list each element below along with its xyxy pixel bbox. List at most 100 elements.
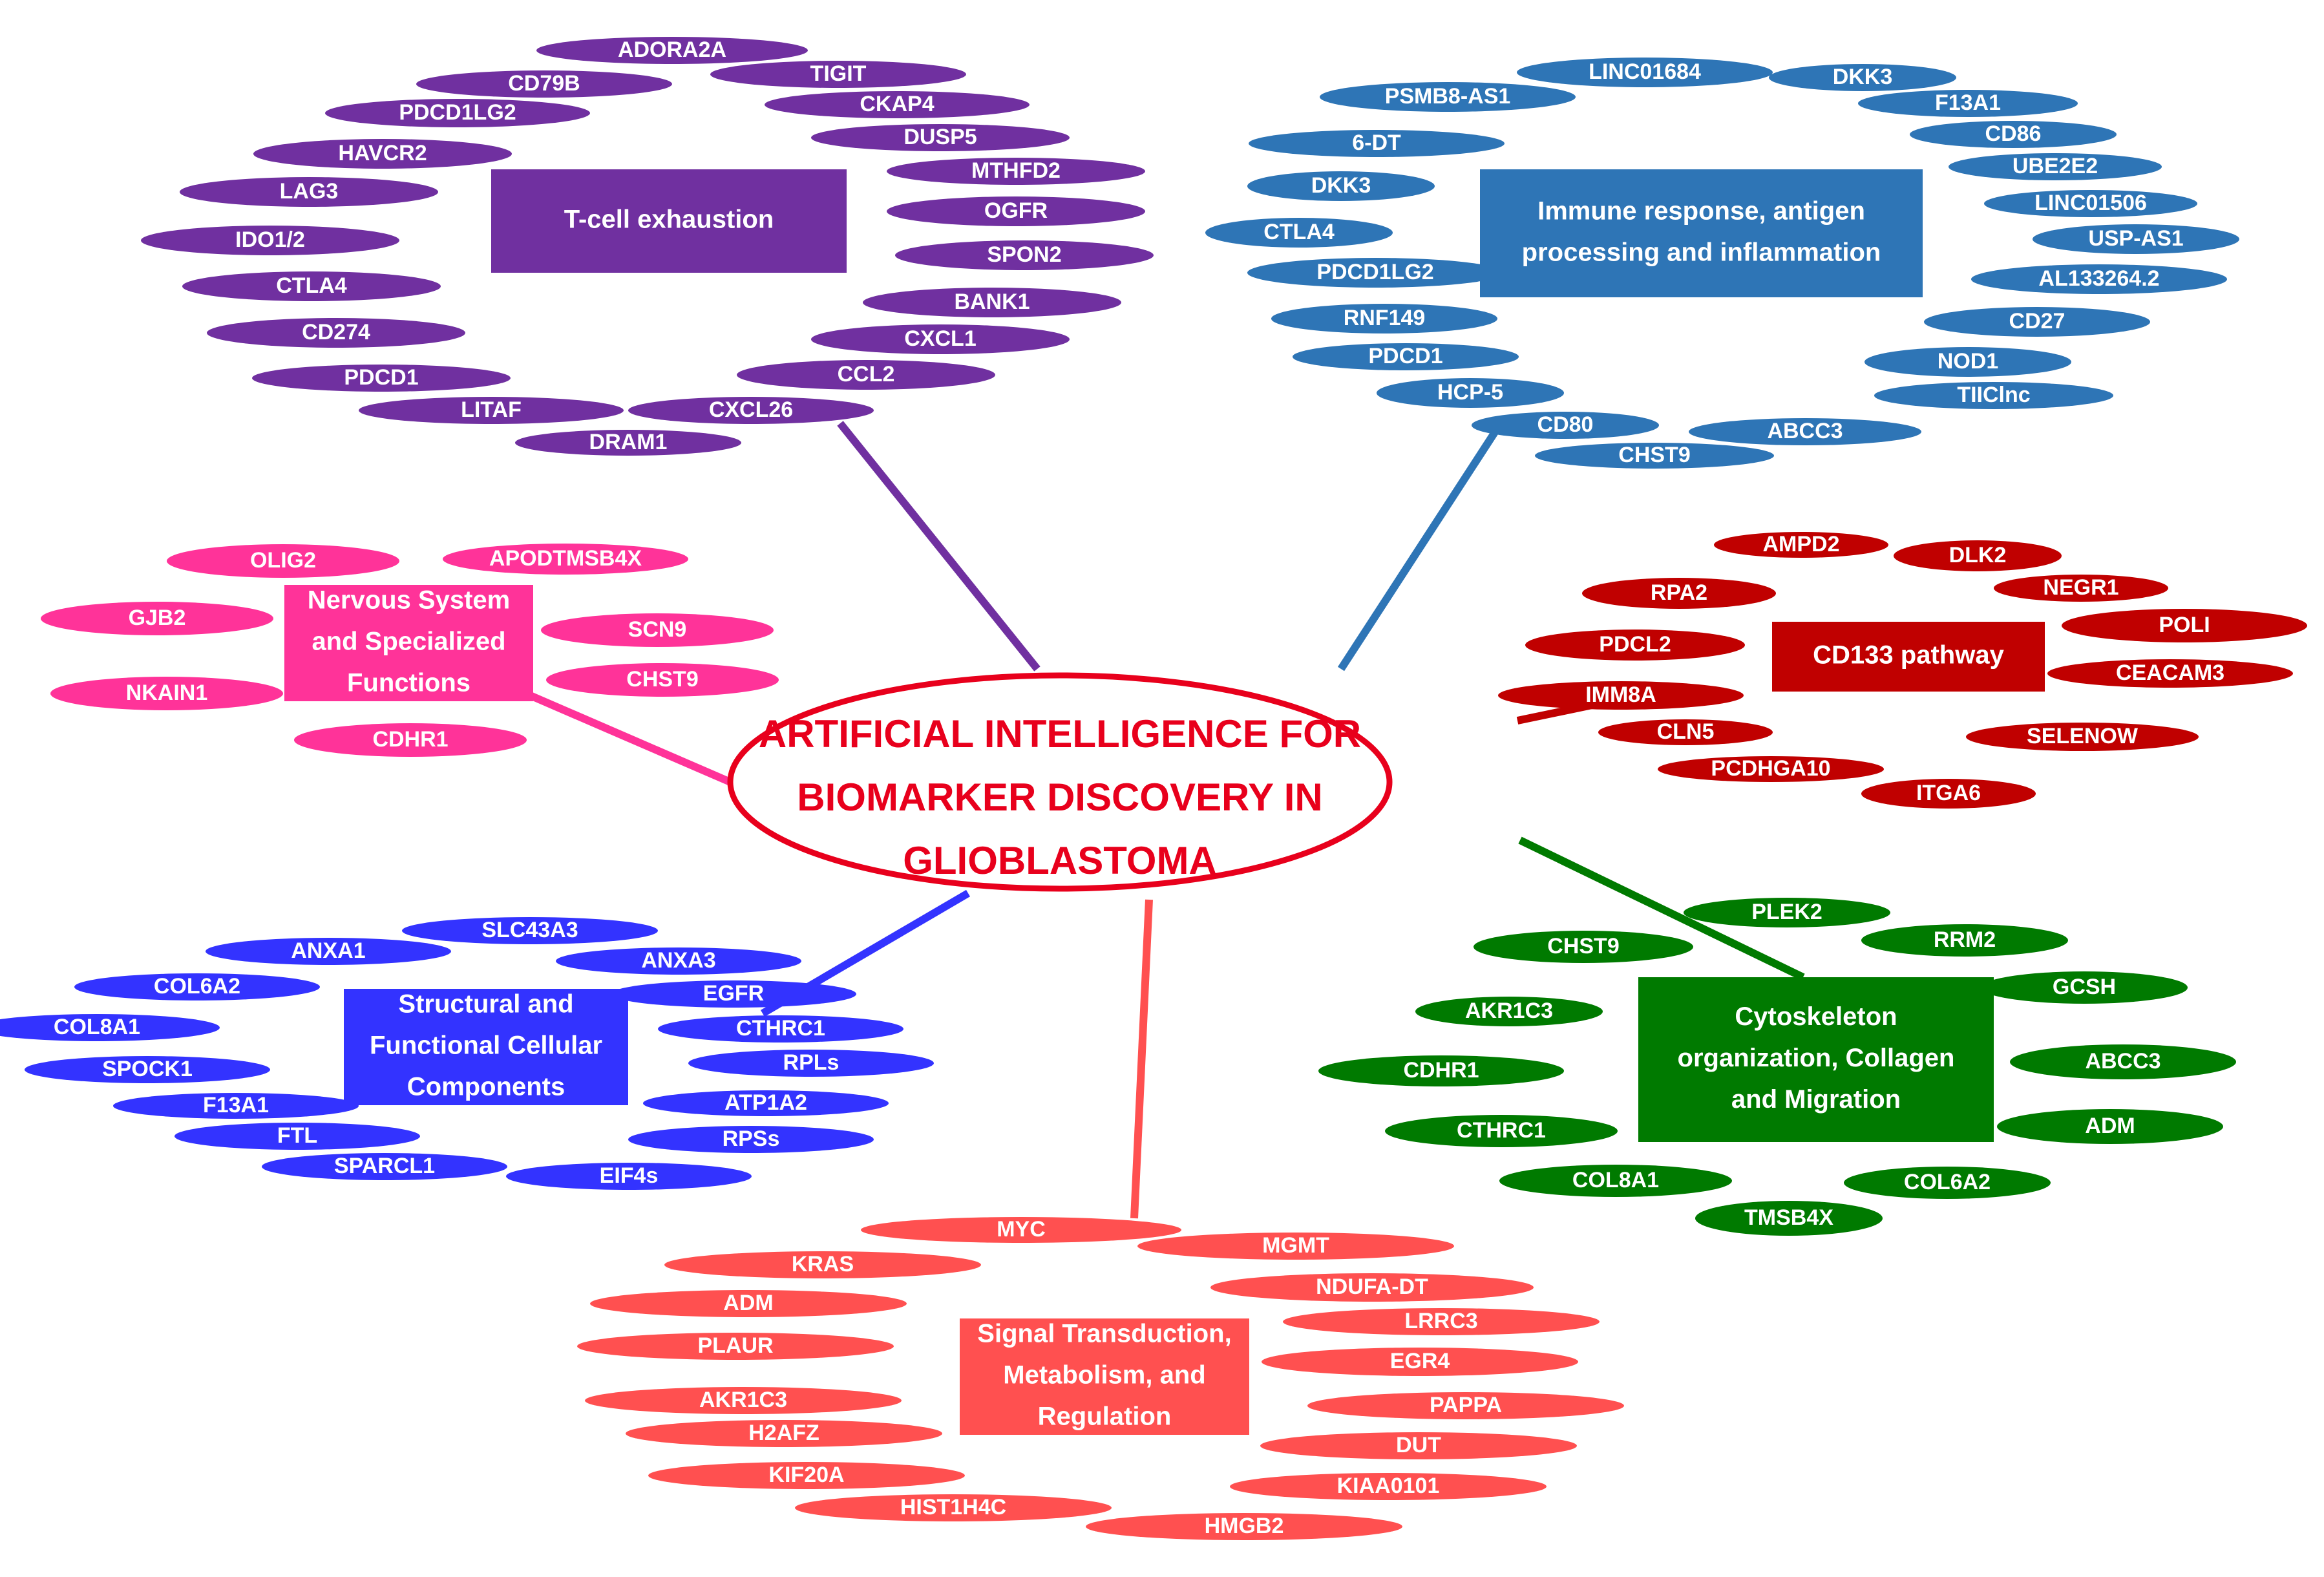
category-label-line: Regulation [1038, 1402, 1172, 1431]
gene-ellipse [1844, 1167, 2051, 1199]
gene-ellipse [359, 397, 624, 424]
gene-label: RPSs [723, 1127, 780, 1151]
gene-node: TIGIT [710, 61, 966, 88]
gene-ellipse [628, 1126, 874, 1153]
gene-label: CHST9 [1547, 934, 1619, 958]
gene-node: PDCD1 [1293, 343, 1519, 370]
gene-ellipse [1874, 382, 2113, 409]
gene-node: DUT [1260, 1432, 1577, 1459]
center-ellipse [727, 672, 1393, 892]
gene-node: HCP-5 [1377, 378, 1564, 408]
gene-node: PDCL2 [1525, 630, 1745, 661]
gene-label: UBE2E2 [2012, 154, 2098, 178]
gene-node: SELENOW [1966, 723, 2199, 751]
gene-ellipse [887, 158, 1145, 185]
gene-node: CTLA4 [1205, 218, 1393, 248]
gene-ellipse [643, 1090, 889, 1116]
category-box-rect [1638, 977, 1994, 1142]
gene-node: DUSP5 [811, 124, 1070, 151]
gene-label: HAVCR2 [338, 141, 427, 165]
gene-ellipse [765, 91, 1030, 118]
gene-label: PLAUR [697, 1333, 773, 1358]
gene-label: AKR1C3 [1465, 999, 1553, 1023]
gene-label: CHST9 [626, 667, 698, 692]
gene-node: NKAIN1 [50, 677, 283, 710]
gene-ellipse [1262, 1348, 1578, 1376]
gene-label: NOD1 [1938, 349, 1998, 374]
category-label-line: organization, Collagen [1678, 1044, 1955, 1072]
gene-label: H2AFZ [748, 1421, 819, 1445]
category-label-line: Nervous System [308, 586, 510, 615]
gene-label: NEGR1 [2043, 575, 2118, 600]
gene-ellipse [710, 61, 966, 88]
immune-connector-line [1337, 423, 1503, 672]
gene-label: CTLA4 [1263, 220, 1335, 244]
gene-ellipse [262, 1153, 507, 1180]
gene-node: MTHFD2 [887, 158, 1145, 185]
gene-node: CEACAM3 [2047, 659, 2293, 688]
gene-label: HCP-5 [1437, 380, 1503, 405]
gene-ellipse [416, 70, 672, 98]
gene-ellipse [795, 1494, 1112, 1521]
gene-ellipse [402, 917, 658, 944]
gene-label: CTHRC1 [1457, 1118, 1546, 1143]
category-label-line: and Specialized [312, 628, 505, 656]
gene-label: LINC01506 [2034, 191, 2147, 215]
gene-ellipse [252, 365, 511, 392]
gene-ellipse [206, 938, 451, 965]
gene-label: HMGB2 [1205, 1514, 1284, 1538]
gene-ellipse [174, 1123, 420, 1150]
center-title-line-1: ARTIFICIAL INTELLIGENCE FOR [759, 712, 1361, 756]
category-label-line: processing and inflammation [1522, 238, 1881, 267]
gene-ellipse [1517, 58, 1773, 87]
gene-ellipse [253, 139, 512, 169]
gene-node: NDUFA-DT [1210, 1273, 1534, 1302]
gene-ellipse [1994, 575, 2168, 602]
gene-label: ITGA6 [1916, 781, 1981, 805]
gene-ellipse [1858, 90, 2078, 117]
category-label-line: Functions [347, 669, 470, 697]
nervous-connector-line [527, 691, 732, 786]
gene-node: ABCC3 [2010, 1044, 2236, 1079]
gene-node: LRRC3 [1283, 1308, 1600, 1335]
gene-ellipse [648, 1462, 965, 1489]
gene-ellipse [1714, 532, 1888, 558]
gene-label: SPARCL1 [334, 1154, 435, 1178]
gene-label: ABCC3 [2085, 1049, 2160, 1074]
category-box-rect [960, 1318, 1249, 1435]
gene-label: KIF20A [768, 1463, 844, 1487]
gene-label: CDHR1 [1403, 1058, 1479, 1083]
gene-label: MGMT [1262, 1233, 1329, 1258]
gene-ellipse [1247, 258, 1503, 288]
gene-node: PDCD1LG2 [1247, 258, 1503, 288]
gene-label: EGR4 [1390, 1349, 1450, 1373]
gene-ellipse [1283, 1308, 1600, 1335]
gene-node: CTLA4 [182, 271, 441, 301]
gene-label: F13A1 [203, 1093, 269, 1117]
gene-label: LRRC3 [1404, 1309, 1477, 1333]
gene-label: CXCL1 [904, 326, 976, 351]
gene-node: RRM2 [1861, 924, 2068, 957]
gene-node: CD86 [1910, 121, 2117, 148]
gene-node: UBE2E2 [1949, 153, 2162, 180]
gene-ellipse [1864, 347, 2071, 377]
gene-node: LINC01684 [1517, 58, 1773, 87]
gene-node: CTHRC1 [658, 1015, 903, 1043]
gene-label: MYC [997, 1217, 1046, 1242]
gene-label: 6-DT [1352, 131, 1401, 155]
center-title-line-2: BIOMARKER DISCOVERY IN [797, 776, 1322, 819]
gene-node: OGFR [887, 196, 1145, 226]
center-node: ARTIFICIAL INTELLIGENCE FOR BIOMARKER DI… [727, 672, 1393, 892]
gene-node: SPOCK1 [25, 1056, 270, 1083]
gene-node: CCL2 [737, 360, 995, 390]
gene-node: HMGB2 [1086, 1513, 1402, 1540]
gene-label: PDCD1LG2 [1316, 260, 1433, 284]
gene-node: RPSs [628, 1126, 874, 1153]
gene-ellipse [1137, 1233, 1454, 1260]
gene-node: AKR1C3 [585, 1387, 902, 1414]
gene-ellipse [1318, 1055, 1564, 1086]
category-label-line: Functional Cellular [370, 1032, 602, 1060]
gene-ellipse [41, 602, 273, 635]
gene-ellipse [1861, 924, 2068, 957]
